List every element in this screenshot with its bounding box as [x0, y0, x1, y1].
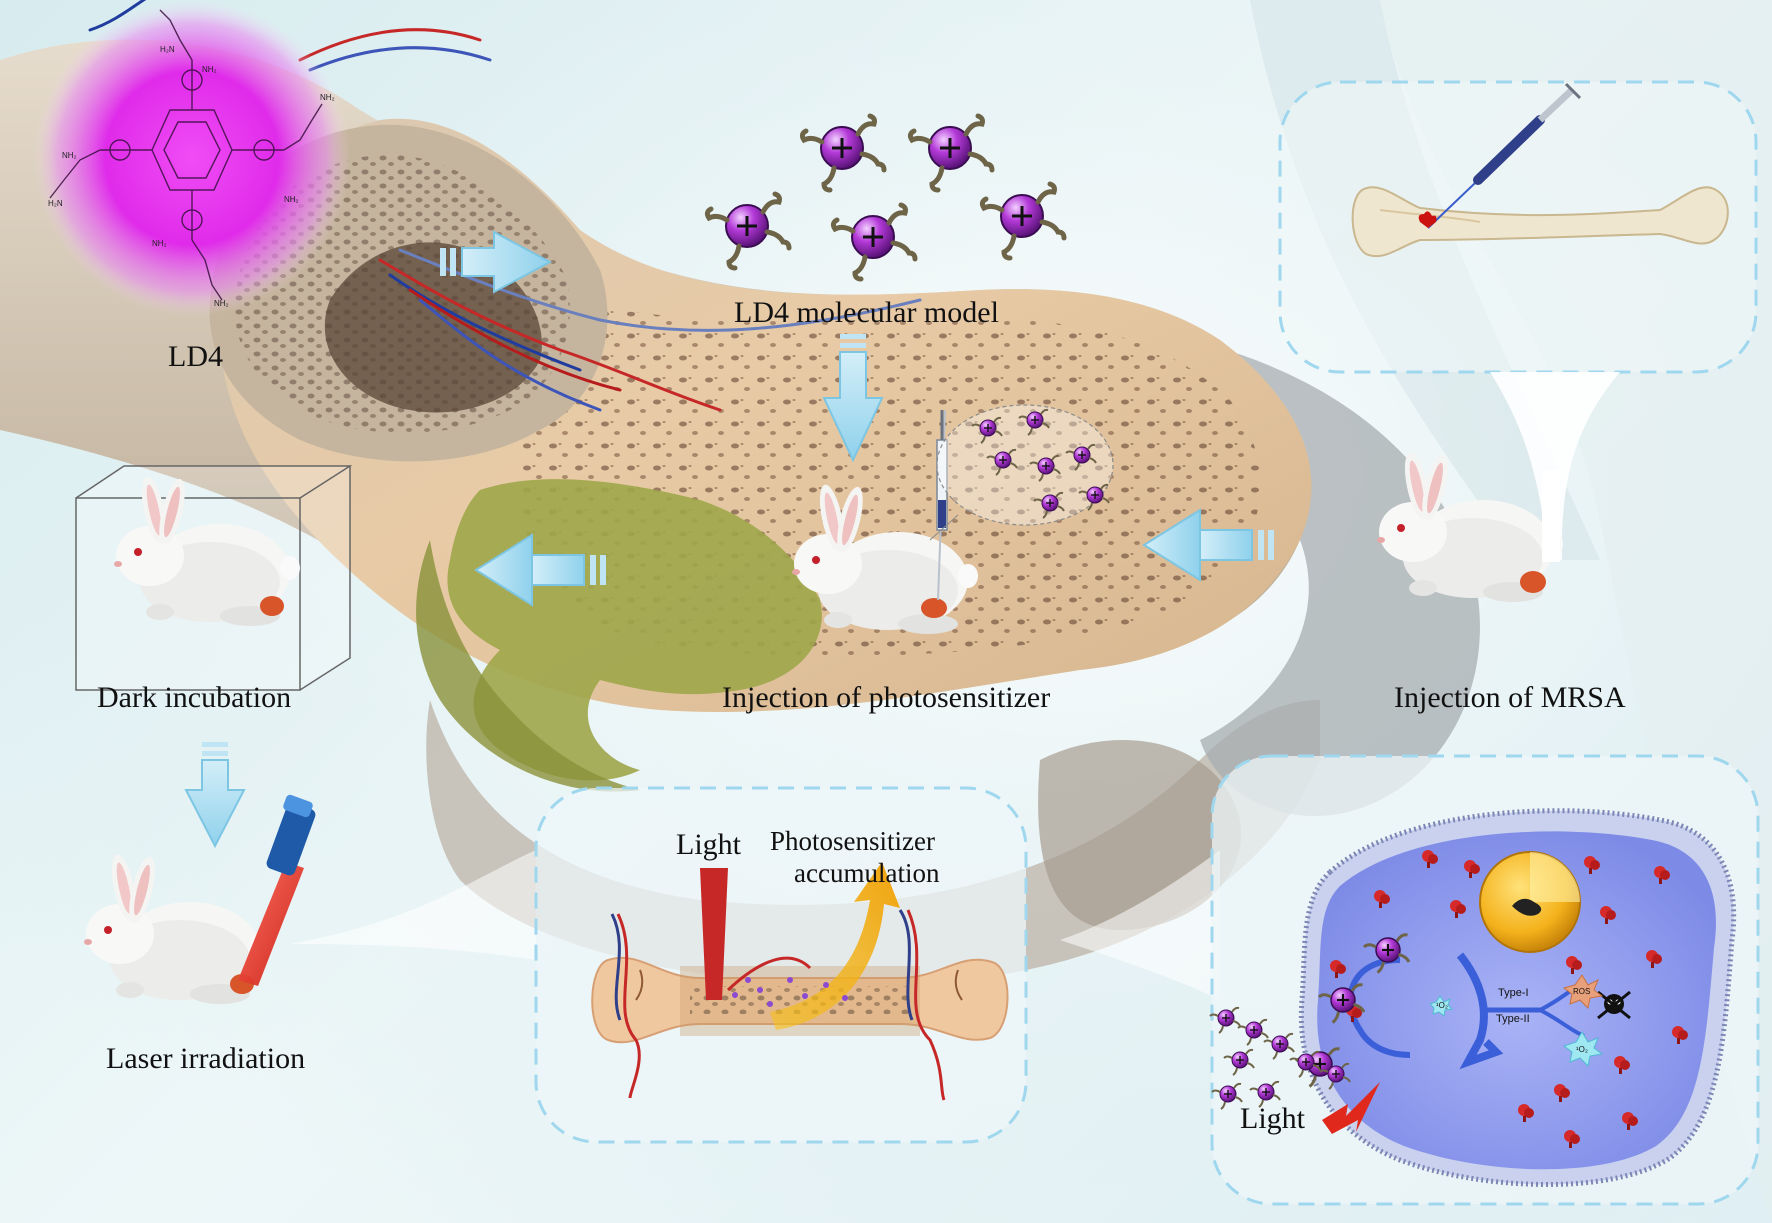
- label-ros: ROS: [1573, 987, 1591, 996]
- label-dark-incubation: Dark incubation: [97, 681, 292, 714]
- skull-icon: [1597, 990, 1631, 1020]
- syringe-icon: [1427, 82, 1582, 229]
- label-type-2: Type-II: [1496, 1013, 1530, 1025]
- lightning-icon: [1322, 1082, 1380, 1134]
- chem-label-b: NH₂: [202, 65, 217, 74]
- molecule-cluster-bubble: [929, 404, 1114, 541]
- label-light-cell: Light: [1240, 1102, 1305, 1135]
- rabbit-dark-incubation: [114, 474, 300, 626]
- label-laser-irradiation: Laser irradiation: [106, 1042, 306, 1075]
- label-injection-photosensitizer: Injection of photosensitizer: [722, 681, 1051, 714]
- chem-label-e: H₂N: [48, 199, 63, 208]
- label-singlet-oxygen: ¹O₂: [1576, 1045, 1588, 1054]
- chem-label-f: NH₂: [62, 151, 77, 160]
- label-ld4: LD4: [168, 340, 223, 373]
- arrow-down-model: [822, 334, 884, 463]
- flow-arrows: [184, 230, 1274, 849]
- rabbit-photosensitizer: [792, 482, 978, 634]
- label-accumulation-2: accumulation: [794, 858, 940, 888]
- inset-accumulation: [534, 786, 1028, 1144]
- arrow-down-laser: [184, 742, 246, 849]
- inset-cell-pdt: [1209, 754, 1760, 1206]
- label-singlet-oxygen-b: ¹O₂: [1436, 1001, 1448, 1010]
- arrow-right-ld4: [440, 230, 553, 294]
- arrow-left-mrsa: [1142, 508, 1274, 582]
- label-injection-mrsa: Injection of MRSA: [1394, 681, 1626, 714]
- arrow-left-dark: [474, 533, 606, 607]
- ld4-structure: H₂N NH₂ NH₂ NH₂ H₂N NH₂ NH₂ NH₂: [34, 0, 350, 316]
- label-type-1: Type-I: [1498, 987, 1529, 999]
- inset-mrsa-injection: [1278, 80, 1758, 560]
- laser-icon: [238, 794, 316, 986]
- chem-label-g: NH₂: [214, 299, 229, 308]
- rabbit-mrsa: [1377, 450, 1563, 602]
- light-beam: [1542, 470, 1560, 562]
- label-molecular-model: LD4 molecular model: [734, 296, 999, 329]
- chem-label-c: NH₂: [320, 93, 335, 102]
- label-accumulation-1: Photosensitizer: [770, 826, 935, 856]
- chem-label-h: NH₂: [152, 239, 167, 248]
- label-light-inset: Light: [676, 828, 741, 861]
- chem-label-a: H₂N: [160, 45, 175, 54]
- chem-label-d: NH₂: [284, 195, 299, 204]
